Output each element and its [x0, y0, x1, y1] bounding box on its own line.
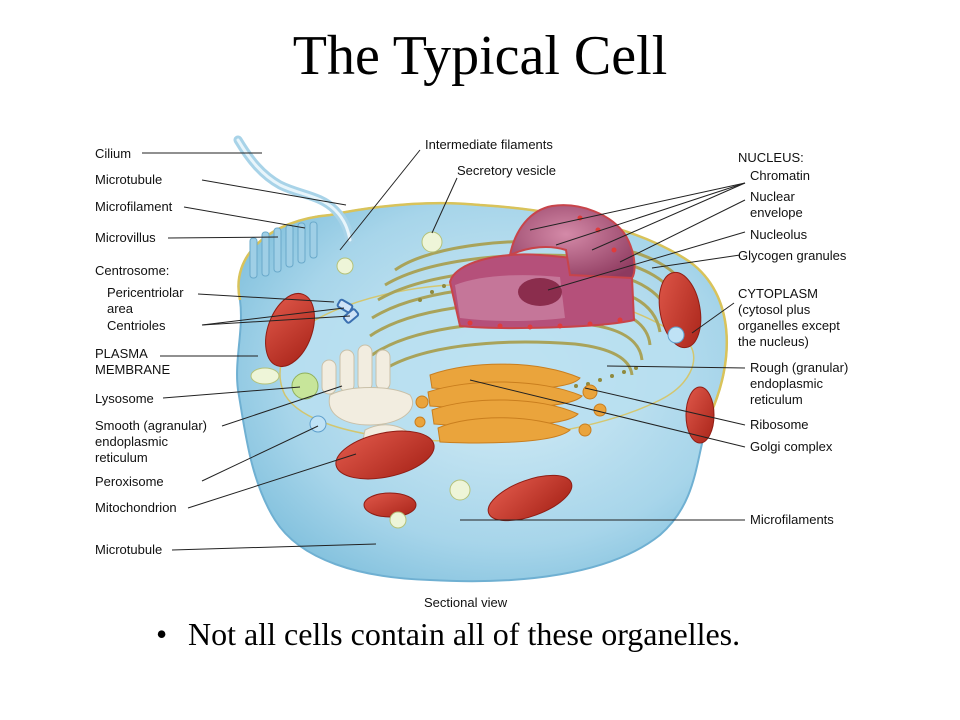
label-microfilament: Microfilament: [95, 199, 173, 214]
label-microfilaments: Microfilaments: [750, 512, 834, 527]
label-centrioles: Centrioles: [107, 318, 166, 333]
label-glycogen: Glycogen granules: [738, 248, 847, 263]
label-intermediate-filaments: Intermediate filaments: [425, 137, 553, 152]
bullet-text: Not all cells contain all of these organ…: [188, 616, 741, 652]
label-nuclear: Nuclear: [750, 189, 795, 204]
nucleolus-shape: [518, 278, 562, 306]
lysosome-shape: [291, 372, 319, 400]
bullet-point: • Not all cells contain all of these orga…: [156, 616, 916, 653]
label-microtubule-top: Microtubule: [95, 172, 162, 187]
label-lysosome: Lysosome: [95, 391, 154, 406]
label-microtubule-bottom: Microtubule: [95, 542, 162, 557]
label-cytosol-plus: (cytosol plus: [738, 302, 811, 317]
ribosome-dots: [418, 284, 638, 388]
label-pericentriolar-area: area: [107, 301, 134, 316]
peroxisome-shape: [309, 415, 327, 433]
centrioles-shape: [336, 298, 360, 324]
label-cilium: Cilium: [95, 146, 131, 161]
label-rough-er-1: Rough (granular): [750, 360, 848, 375]
label-membrane: MEMBRANE: [95, 362, 170, 377]
bullet-marker: •: [156, 616, 168, 652]
label-rough-er-2: endoplasmic: [750, 376, 823, 391]
cilium-shape: [233, 135, 355, 245]
label-smooth-er-3: reticulum: [95, 450, 148, 465]
leader-lines: [142, 149, 746, 551]
vesicles: [250, 231, 685, 529]
caption-sectional-view: Sectional view: [424, 595, 508, 610]
label-plasma: PLASMA: [95, 346, 148, 361]
label-nucleus: NUCLEUS:: [738, 150, 804, 165]
label-nucleolus: Nucleolus: [750, 227, 808, 242]
nucleus-shape: [448, 204, 636, 330]
label-microvillus: Microvillus: [95, 230, 156, 245]
label-rough-er-3: reticulum: [750, 392, 803, 407]
slide-title: The Typical Cell: [292, 25, 668, 87]
label-envelope: envelope: [750, 205, 803, 220]
label-golgi: Golgi complex: [750, 439, 833, 454]
label-mitochondrion: Mitochondrion: [95, 500, 177, 515]
label-smooth-er-1: Smooth (agranular): [95, 418, 207, 433]
label-peroxisome: Peroxisome: [95, 474, 164, 489]
label-cytoplasm: CYTOPLASM: [738, 286, 818, 301]
label-chromatin: Chromatin: [750, 168, 810, 183]
label-organelles-except: organelles except: [738, 318, 840, 333]
label-the-nucleus: the nucleus): [738, 334, 809, 349]
label-pericentriolar: Pericentriolar: [107, 285, 184, 300]
golgi-shape: [414, 363, 607, 444]
label-ribosome: Ribosome: [750, 417, 809, 432]
label-secretory-vesicle: Secretory vesicle: [457, 163, 556, 178]
label-smooth-er-2: endoplasmic: [95, 434, 168, 449]
label-centrosome: Centrosome:: [95, 263, 169, 278]
